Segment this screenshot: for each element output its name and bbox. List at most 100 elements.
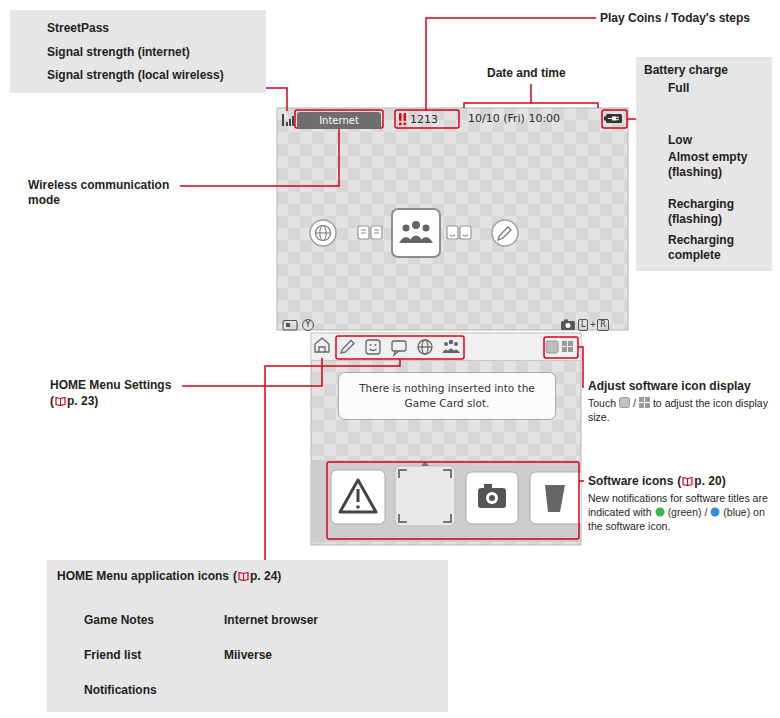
bottom-screen-part [311,460,581,542]
label-row: Adjust software icon display [588,379,751,394]
bottom-screen-part-part [392,341,406,351]
size-icon-part [620,398,630,408]
callout-label: p. 23) [67,394,98,408]
bottom-screen-part-part [489,495,495,501]
grid-icon-part [645,397,650,402]
bottom-screen-part-part [442,349,460,354]
bottom-screen-part-part [466,472,518,524]
book-icon [55,396,66,406]
callout-label: ( [677,474,681,488]
top-screen-part-part [282,114,284,126]
top-screen-part [283,321,297,331]
text-row: Friend list [84,648,141,663]
callout-label: 1213 [410,113,438,126]
callout-label: 10/10 (Fri) 10:00 [468,112,560,125]
top-screen-part-part [450,235,468,236]
book-icon-part [60,399,61,406]
leader-lines-part [395,110,459,128]
bottom-screen-part-part [562,347,567,352]
bottom-screen-part [315,338,432,355]
battery-panel-text: Recharging complete [668,233,734,262]
bottom-screen-part-part [444,342,448,346]
label-row: Play Coins / Today's steps [600,11,750,26]
book-icon-part [239,573,248,581]
top-screen-part [282,114,294,126]
bottom-screen-part-part [418,346,432,347]
top-screen-part [392,209,440,257]
top-screen-part [561,320,575,331]
bottom-screen-part-part [366,340,380,354]
bottom-screen-part-part [478,488,506,508]
grid-icon [639,397,650,408]
text-row: Internet browser [224,613,318,628]
leader-lines-part [426,18,596,110]
bottom-screen-part [562,341,573,352]
top-screen-part-part [460,226,471,239]
sq-icon [619,397,630,408]
label-row: Wireless communication mode [28,178,176,208]
bottom-screen-part-part [370,344,372,346]
leader-lines-part [266,88,287,111]
bottom-screen-part [370,340,461,353]
battery-panel-text: Low [668,133,692,147]
top-screen-part-part [561,321,575,330]
bottom-screen-part [312,334,581,361]
top-screen-part-part [399,123,402,126]
grid-icon-holder [636,397,653,409]
callout-label: Wireless communication mode [28,178,169,207]
top-screen-part-part [392,209,440,257]
label-row: 10/10 (Fri) 10:00 [468,112,560,125]
text-row: Notifications [84,683,157,698]
top-screen-part-part [604,117,606,121]
bottom-screen-part-part [418,340,432,354]
text-row: Almost empty (flashing) [668,150,764,180]
top-screen-part [399,113,406,125]
top-screen-part-part [289,119,291,126]
callout-label: HOME Menu Settings [50,378,171,392]
top-screen-part-part [286,323,290,327]
bottom-screen-part-part [357,489,360,502]
top-screen-part-part [447,226,458,239]
callout-label: ( [50,394,54,408]
book-icon-holder [54,394,67,408]
text-row: Signal strength (internet) [47,45,190,60]
top-screen-part-part [606,114,622,123]
leader-lines-part [336,336,464,359]
top-screen-part [447,226,471,239]
notification-dot [655,508,664,517]
sq-icon-holder [616,397,633,409]
callout-label: R [597,319,609,331]
top-screen-part-part [283,321,297,331]
leader-lines-part [180,128,339,186]
label-row: 1213 [410,113,438,126]
legend-panel-text: Signal strength (local wireless) [47,68,224,82]
grid-icon-part [645,403,650,408]
book-icon [682,476,693,486]
leader-lines-part [544,337,578,358]
top-screen [277,108,628,330]
label-row: L+R [578,319,609,331]
grid-icon-part [639,397,644,402]
label-row: HOME Menu Settings [50,378,171,393]
leader-lines [180,18,636,560]
legend-panel-text: StreetPass [47,21,109,35]
mode-pill-text: Internet [319,115,359,126]
label-row: Date and time [487,66,566,81]
text-row: Low [668,133,692,148]
bottom-screen-part-part [568,341,573,346]
top-screen-part [277,108,628,330]
bottom-screen-part-part [394,351,399,355]
leader-lines-part [579,480,584,482]
callout-label: Date and time [487,66,566,80]
callout-label: Software icons [588,474,673,488]
text-row: Recharging complete [668,233,764,263]
book-icon-part [56,398,65,406]
top-screen-part [492,220,518,246]
message-bubble-text: There is nothing inserted into the Game … [359,382,535,409]
green-icon-holder [652,506,668,518]
top-screen-part-part [292,116,294,126]
battery-panel-text: Battery charge [644,63,728,77]
bottom-screen-part-part [356,505,360,509]
callout-label: p. 20) [694,474,725,488]
